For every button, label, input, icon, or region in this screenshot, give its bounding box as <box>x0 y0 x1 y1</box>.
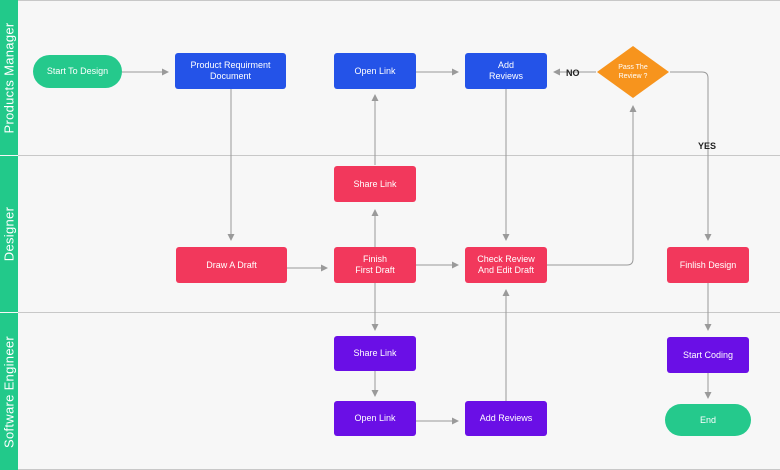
edge-decision-to-finish-design <box>670 71 712 241</box>
pass-review-decision[interactable]: Pass The Review ? <box>596 45 670 99</box>
finish-design-node[interactable]: Finlish Design <box>667 247 749 283</box>
lane-label-software-engineer: Software Engineer <box>0 313 18 470</box>
pass-review-label: Pass The Review ? <box>618 64 648 80</box>
add-reviews-pm-node[interactable]: Add Reviews <box>465 53 547 89</box>
lane-label-designer: Designer <box>0 156 18 312</box>
end-node[interactable]: End <box>665 404 751 436</box>
draw-draft-node[interactable]: Draw A Draft <box>176 247 287 283</box>
finish-draft-node[interactable]: Finish First Draft <box>334 247 416 283</box>
decision-diamond-shape <box>597 46 669 98</box>
start-coding-node[interactable]: Start Coding <box>667 337 749 373</box>
lane-divider-top <box>18 0 780 1</box>
lane-label-product-manager: Products Manager <box>0 0 18 155</box>
lane-divider-pm-designer <box>18 155 780 156</box>
share-link-designer-node[interactable]: Share Link <box>334 166 416 202</box>
lane-divider-designer-engineer <box>18 312 780 313</box>
prd-node[interactable]: Product Requirment Document <box>175 53 286 89</box>
edge-check-review-to-decision <box>547 105 637 266</box>
open-link-pm-node[interactable]: Open Link <box>334 53 416 89</box>
yes-label: YES <box>698 141 717 151</box>
start-node[interactable]: Start To Design <box>33 55 122 88</box>
add-reviews-engineer-node[interactable]: Add Reviews <box>465 401 547 436</box>
check-review-node[interactable]: Check Review And Edit Draft <box>465 247 547 283</box>
open-link-engineer-node[interactable]: Open Link <box>334 401 416 436</box>
share-link-engineer-node[interactable]: Share Link <box>334 336 416 371</box>
no-label: NO <box>566 68 580 78</box>
